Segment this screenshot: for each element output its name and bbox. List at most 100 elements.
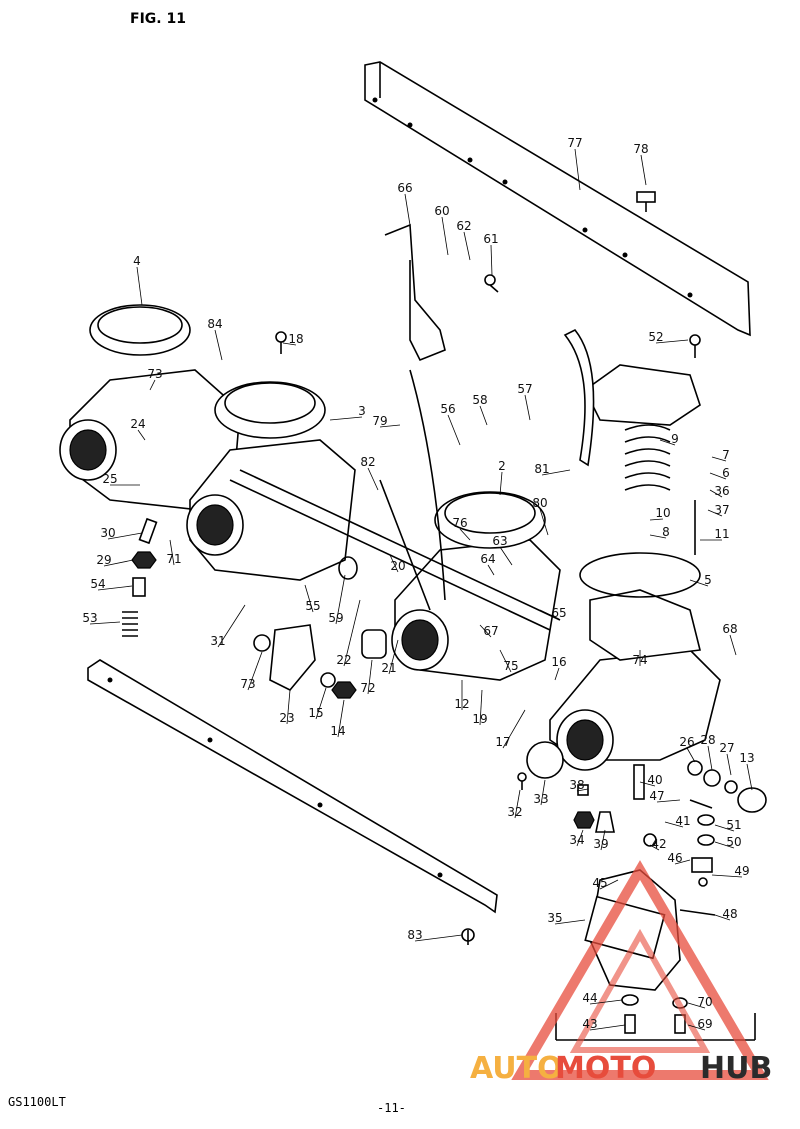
part-callout-33: 33 <box>533 792 548 806</box>
callout-leader-39 <box>600 829 606 851</box>
part-callout-59: 59 <box>328 611 343 625</box>
callout-leader-23 <box>286 689 291 725</box>
part-callout-6: 6 <box>722 466 730 480</box>
part-callout-77: 77 <box>567 136 582 150</box>
callout-leader-62 <box>463 231 471 261</box>
callout-leader-54 <box>97 585 133 591</box>
part-callout-76: 76 <box>452 516 467 530</box>
callout-leader-35 <box>554 919 586 925</box>
part-callout-70: 70 <box>697 995 712 1009</box>
callout-leader-77 <box>574 148 581 191</box>
part-callout-52: 52 <box>648 330 663 344</box>
parts-lower-right <box>517 741 767 887</box>
callout-leader-45 <box>599 879 619 890</box>
footer-model: GS1100LT <box>8 1095 66 1109</box>
part-callout-17: 17 <box>495 735 510 749</box>
callout-leader-17 <box>502 709 526 749</box>
part-callout-27: 27 <box>719 741 734 755</box>
callout-leader-13 <box>746 763 753 791</box>
part-callout-5: 5 <box>704 573 712 587</box>
callout-leader-24 <box>137 429 146 441</box>
part-callout-47: 47 <box>649 789 664 803</box>
part-callout-73: 73 <box>240 677 255 691</box>
callout-leader-42 <box>649 844 660 851</box>
callout-leader-51 <box>714 824 735 832</box>
callout-leader-5 <box>689 579 709 587</box>
callout-leader-76 <box>459 528 471 541</box>
part-callout-39: 39 <box>593 837 608 851</box>
parts-bottom-middle <box>253 556 387 699</box>
callout-leader-14 <box>337 699 345 738</box>
callout-leader-7 <box>711 456 727 462</box>
callout-leader-29 <box>103 559 134 567</box>
part-callout-16: 16 <box>551 655 566 669</box>
part-callout-58: 58 <box>472 393 487 407</box>
part-callout-69: 69 <box>697 1017 712 1031</box>
screw-52 <box>689 334 701 358</box>
part-callout-48: 48 <box>722 907 737 921</box>
part-callout-26: 26 <box>679 735 694 749</box>
part-callout-60: 60 <box>434 204 449 218</box>
part-callout-21: 21 <box>381 661 396 675</box>
part-callout-66: 66 <box>397 181 412 195</box>
callout-leader-20 <box>389 554 399 573</box>
screw-78 <box>636 191 656 212</box>
part-callout-15: 15 <box>308 706 323 720</box>
callout-leader-30 <box>107 532 143 540</box>
part-callout-10: 10 <box>655 506 670 520</box>
part-callout-32: 32 <box>507 805 522 819</box>
callout-leader-16 <box>554 667 560 681</box>
callout-leader-78 <box>640 154 647 186</box>
part-callout-73: 73 <box>147 367 162 381</box>
part-callout-31: 31 <box>210 634 225 648</box>
callout-leader-31 <box>217 604 246 648</box>
callout-leader-50 <box>714 841 735 849</box>
callout-leader-9 <box>659 439 676 446</box>
part-callout-82: 82 <box>360 455 375 469</box>
callout-leader-65 <box>539 609 560 620</box>
part-callout-37: 37 <box>714 503 729 517</box>
figure-title: FIG. 11 <box>130 11 186 27</box>
callout-leader-46 <box>674 859 691 865</box>
part-callout-57: 57 <box>517 382 532 396</box>
part-callout-23: 23 <box>279 711 294 725</box>
part-callout-55: 55 <box>305 599 320 613</box>
part-callout-45: 45 <box>592 876 607 890</box>
watermark-hub: HUB <box>700 1051 772 1086</box>
callout-leader-71 <box>169 539 175 566</box>
callout-leader-3 <box>329 416 363 421</box>
callout-leader-59 <box>335 574 346 625</box>
callout-leader-18 <box>282 342 297 346</box>
part-callout-13: 13 <box>739 751 754 765</box>
callout-leader-66 <box>404 193 411 226</box>
part-callout-68: 68 <box>722 622 737 636</box>
part-callout-35: 35 <box>547 911 562 925</box>
part-callout-81: 81 <box>534 462 549 476</box>
part-callout-36: 36 <box>714 484 729 498</box>
part-callout-46: 46 <box>667 851 682 865</box>
part-callout-3: 3 <box>358 404 366 418</box>
bracket-66 <box>384 223 446 362</box>
callout-leader-56 <box>447 414 461 446</box>
screw-18 <box>275 331 287 354</box>
part-callout-64: 64 <box>480 552 495 566</box>
part-callout-75: 75 <box>503 659 518 673</box>
top-mounting-bar <box>364 61 751 337</box>
callout-leader-34 <box>576 829 584 847</box>
callout-leader-41 <box>664 821 684 828</box>
part-callout-78: 78 <box>633 142 648 156</box>
callout-leader-33 <box>540 779 546 806</box>
callout-leader-83 <box>414 934 463 942</box>
part-callout-18: 18 <box>288 332 303 346</box>
part-callout-12: 12 <box>454 697 469 711</box>
callout-leader-63 <box>499 546 513 566</box>
watermark-logo: AUTO MOTO HUB <box>470 860 772 1086</box>
part-callout-19: 19 <box>472 712 487 726</box>
callout-leader-84 <box>214 329 223 361</box>
bottom-mounting-bar <box>87 659 498 914</box>
part-callout-9: 9 <box>671 432 679 446</box>
part-callout-67: 67 <box>483 624 498 638</box>
part-callout-28: 28 <box>700 733 715 747</box>
callout-leader-2 <box>499 471 503 496</box>
